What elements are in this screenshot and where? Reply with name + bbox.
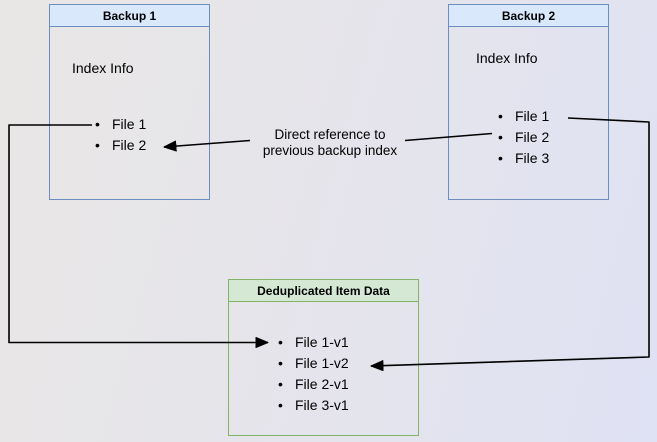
bullet-icon: • (498, 149, 503, 166)
bullet-icon: • (498, 107, 503, 124)
list-item: • File 2 (498, 126, 549, 147)
dedup-file-list: • File 1-v1 • File 1-v2 • File 2-v1 • Fi… (278, 331, 349, 415)
bullet-icon: • (278, 354, 283, 371)
file-label: File 2 (112, 136, 147, 153)
backup2-file-list: • File 1 • File 2 • File 3 (498, 105, 549, 168)
edge-label: Direct reference to previous backup inde… (230, 127, 430, 159)
dedup-box: Deduplicated Item Data • File 1-v1 • Fil… (228, 279, 419, 436)
list-item: • File 2-v1 (278, 373, 349, 394)
backup1-header: Backup 1 (50, 5, 209, 27)
file-label: File 2 (515, 128, 550, 145)
backup2-header: Backup 2 (449, 5, 608, 27)
file-label: File 3 (515, 149, 550, 166)
bullet-icon: • (278, 396, 283, 413)
file-label: File 3-v1 (295, 396, 349, 413)
list-item: • File 1 (95, 113, 146, 134)
dedup-header: Deduplicated Item Data (229, 280, 418, 302)
edge-label-line2: previous backup index (262, 143, 398, 158)
file-label: File 1 (515, 107, 550, 124)
backup1-file-list: • File 1 • File 2 (95, 113, 146, 155)
list-item: • File 1-v2 (278, 352, 349, 373)
backup2-title: Backup 2 (501, 8, 556, 23)
file-label: File 1-v1 (295, 333, 349, 350)
bullet-icon: • (498, 128, 503, 145)
list-item: • File 1 (498, 105, 549, 126)
backup2-box: Backup 2 Index Info • File 1 • File 2 • … (448, 4, 609, 200)
list-item: • File 3 (498, 147, 549, 168)
bullet-icon: • (95, 136, 100, 153)
backup1-index-label: Index Info (72, 60, 134, 76)
file-label: File 1-v2 (295, 354, 349, 371)
backup1-box: Backup 1 Index Info • File 1 • File 2 (49, 4, 210, 200)
file-label: File 1 (112, 115, 147, 132)
bullet-icon: • (278, 375, 283, 392)
file-label: File 2-v1 (295, 375, 349, 392)
bullet-icon: • (95, 115, 100, 132)
edge-label-line1: Direct reference to (274, 127, 386, 142)
backup1-title: Backup 1 (102, 8, 157, 23)
list-item: • File 3-v1 (278, 394, 349, 415)
list-item: • File 1-v1 (278, 331, 349, 352)
dedup-title: Deduplicated Item Data (257, 283, 390, 298)
list-item: • File 2 (95, 134, 146, 155)
backup2-index-label: Index Info (476, 50, 538, 66)
bullet-icon: • (278, 333, 283, 350)
